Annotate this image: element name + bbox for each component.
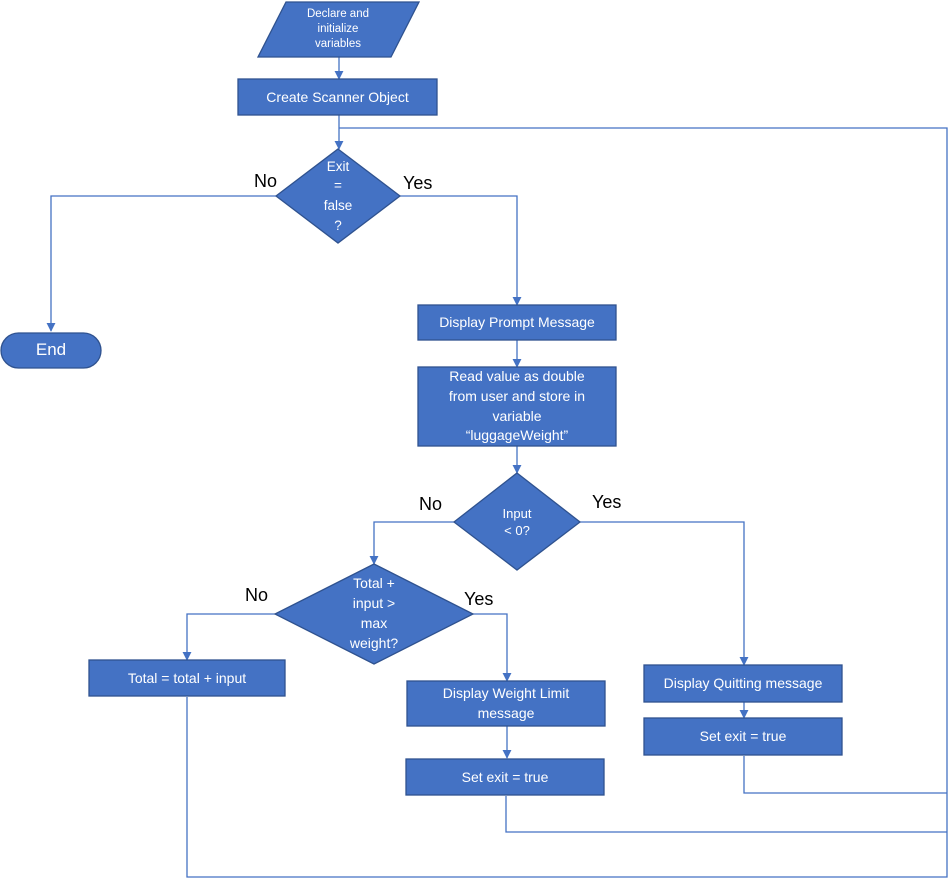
quit-msg-box (643, 664, 843, 703)
declare-label: Declare and initialize variables (306, 7, 369, 51)
input-no-label: No (419, 494, 443, 514)
scanner-text: Create Scanner Object (238, 79, 437, 115)
read-value-label: Read value as double from user and store… (448, 367, 586, 444)
total-check-label: Total + input > max weight? (349, 575, 399, 651)
connector-input-no-total (369, 521, 454, 565)
exit-no-label: No (254, 171, 278, 191)
total-check-text: Total + input > max weight? (324, 574, 424, 654)
input-check-text: Input < 0? (477, 498, 557, 546)
weight-limit-box (406, 680, 606, 727)
exit-decision-diamond (274, 148, 402, 244)
set-exit-box-2 (643, 717, 843, 756)
end-text: End (1, 333, 101, 368)
set-exit-box-1 (405, 758, 605, 796)
scanner-label: Create Scanner Object (266, 88, 409, 105)
connectors (46, 57, 948, 878)
set-exit-2-label: Set exit = true (699, 728, 787, 745)
weight-limit-label: Display Weight Limit message (442, 684, 570, 721)
prompt-label: Display Prompt Message (439, 314, 595, 331)
input-yes-label: Yes (592, 492, 622, 512)
declare-text: Declare and initialize variables (276, 3, 400, 56)
end-terminator (0, 332, 102, 369)
exit-check-label: Exit = false ? (323, 158, 353, 233)
exit-yes-label: Yes (403, 173, 433, 193)
connector-loop-add (186, 127, 948, 878)
connector-loop-limit (505, 796, 947, 833)
read-value-box (417, 366, 617, 447)
scanner-box (237, 78, 438, 116)
declare-parallelogram (256, 1, 421, 58)
end-label: End (35, 340, 67, 360)
quit-msg-label: Display Quitting message (663, 675, 823, 692)
total-no-label: No (245, 585, 269, 605)
connector-total-no-add (182, 613, 275, 661)
set-exit-1-label: Set exit = true (461, 768, 549, 785)
quit-msg-text: Display Quitting message (644, 665, 842, 702)
set-exit-2-text: Set exit = true (644, 718, 842, 755)
exit-check-text: Exit = false ? (296, 155, 380, 237)
input-decision-diamond (452, 472, 582, 571)
connector-exit-no-end (46, 195, 276, 332)
connector-loop-quit (743, 756, 947, 794)
input-check-label: Input < 0? (502, 505, 532, 538)
weight-limit-text: Display Weight Limit message (407, 681, 605, 726)
total-yes-label: Yes (464, 589, 494, 609)
set-exit-1-text: Set exit = true (406, 759, 604, 795)
prompt-text: Display Prompt Message (418, 305, 616, 340)
connector-exit-yes-prompt (400, 195, 522, 306)
add-total-box (88, 659, 286, 697)
read-value-text: Read value as double from user and store… (418, 367, 616, 446)
total-decision-diamond (273, 563, 475, 665)
connector-input-yes-quit (580, 521, 749, 666)
add-total-text: Total = total + input (89, 660, 285, 696)
prompt-box (417, 304, 617, 341)
add-total-label: Total = total + input (127, 669, 247, 686)
connector-total-yes-limit (473, 613, 512, 682)
